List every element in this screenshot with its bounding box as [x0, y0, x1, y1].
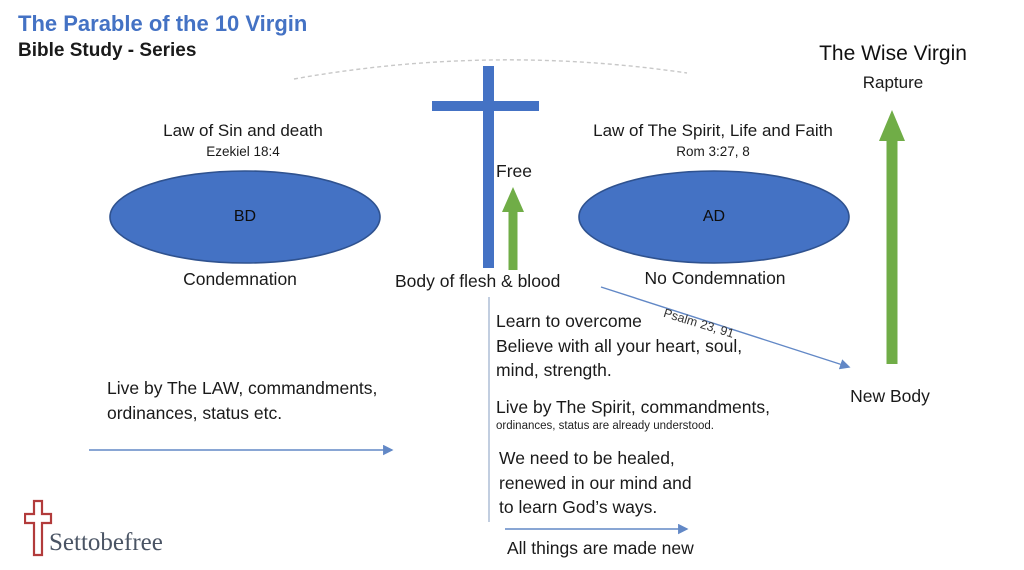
- condemnation-label: Condemnation: [183, 269, 297, 289]
- rapture-up-arrow-icon: [879, 110, 905, 364]
- law-of-spirit-heading-box: Law of The Spirit, Life and Faith Rom 3:…: [563, 121, 863, 159]
- rapture-label: Rapture: [862, 73, 924, 92]
- wise-virgin-title: The Wise Virgin: [819, 42, 967, 65]
- law-of-sin-heading-box: Law of Sin and death Ezekiel 18:4: [123, 121, 363, 159]
- wise-virgin-box: The Wise Virgin Rapture: [780, 42, 1006, 93]
- no-condemnation-label: No Condemnation: [644, 268, 786, 288]
- ezekiel-reference: Ezekiel 18:4: [206, 144, 280, 159]
- dashed-arc: [293, 59, 688, 80]
- overcome-line2: Believe with all your heart, soul,: [496, 335, 743, 356]
- live-by-spirit-subline: ordinances, status are already understoo…: [496, 420, 714, 433]
- healed-line1: We need to be healed,: [499, 448, 675, 468]
- law-of-sin-heading: Law of Sin and death: [163, 121, 323, 140]
- logo-wordmark: Settobefree: [49, 529, 163, 556]
- psalm-arrow: [600, 286, 851, 370]
- bd-ellipse-label: BD: [233, 208, 257, 225]
- healed-line2: renewed in our mind and: [499, 472, 692, 493]
- new-body-label: New Body: [850, 386, 930, 406]
- law-of-spirit-heading: Law of The Spirit, Life and Faith: [593, 121, 833, 140]
- free-up-arrow-icon: [502, 187, 524, 270]
- healed-text-block: We need to be healed, renewed in our min…: [499, 446, 692, 520]
- free-label: Free: [496, 161, 532, 181]
- cross-icon-arm: [432, 101, 539, 111]
- all-things-new-label: All things are made new: [507, 538, 694, 558]
- logo-cross-icon: [24, 499, 53, 557]
- overcome-text-block: Learn to overcome Believe with all your …: [496, 309, 770, 433]
- cross-icon: [483, 66, 494, 268]
- live-by-law-line1: Live by The LAW, commandments,: [107, 378, 378, 398]
- live-by-law-text: Live by The LAW, commandments, ordinance…: [107, 376, 377, 425]
- body-of-flesh-label: Body of flesh & blood: [395, 271, 561, 291]
- ad-ellipse-label: AD: [702, 208, 726, 225]
- page-title: The Parable of the 10 Virgin: [18, 11, 308, 36]
- ad-ellipse: [578, 170, 850, 264]
- page-subtitle: Bible Study - Series: [18, 40, 197, 61]
- live-by-spirit-line: Live by The Spirit, commandments,: [496, 396, 770, 417]
- overcome-line1: Learn to overcome: [496, 311, 642, 331]
- live-by-law-line2: ordinances, status etc.: [107, 402, 283, 423]
- romans-reference: Rom 3:27, 8: [676, 144, 750, 159]
- bd-ellipse: [109, 170, 381, 264]
- overcome-line3: mind, strength.: [496, 360, 612, 381]
- healed-line3: to learn God’s ways.: [499, 497, 658, 518]
